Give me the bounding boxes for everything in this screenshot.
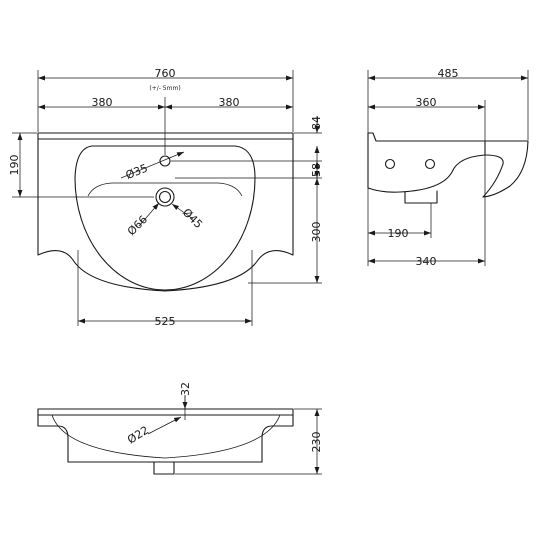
top-view: 760 (+/- 5mm) 380 380 190 84 58 300 525 …: [8, 67, 323, 328]
top-view-shelf: [87, 182, 243, 197]
top-view-rim: [37, 132, 294, 140]
side-view-hole-right: [424, 158, 436, 170]
side-view: 485 360 190 340: [367, 67, 529, 268]
hole-offset-label: 32: [179, 382, 192, 396]
top-view-bowl: [74, 145, 256, 291]
side-view-hole-left: [384, 158, 396, 170]
side-view-outline: [367, 132, 486, 193]
rim-height-label: 84: [310, 116, 323, 130]
front-view-rim: [37, 408, 294, 416]
tap-hole-label: Ø35: [124, 161, 150, 182]
hole-dia-label: Ø22: [125, 424, 151, 447]
overall-width-label: 760: [155, 67, 176, 80]
tap-hole-circle: [159, 155, 171, 167]
front-view-outline: [37, 414, 294, 463]
overall-depth-label: 485: [438, 67, 459, 80]
half-left-label: 380: [92, 96, 113, 109]
waste-outer-ring: [155, 187, 175, 207]
side-view-front-lip: [482, 140, 529, 198]
half-right-label: 380: [219, 96, 240, 109]
top-depth-label: 360: [416, 96, 437, 109]
front-view-bowl-curve: [51, 414, 281, 459]
tap-to-overflow-label: 58: [310, 163, 323, 177]
height-label: 230: [310, 432, 323, 453]
waste-inner-label: Ø45: [180, 206, 205, 231]
front-view-waste: [153, 461, 175, 475]
top-view-outline: [37, 138, 294, 292]
side-view-waste-outlet: [404, 190, 438, 204]
body-depth-label: 340: [416, 255, 437, 268]
waste-offset-label: 190: [388, 227, 409, 240]
bowl-width-label: 525: [155, 315, 176, 328]
bowl-depth-label: 300: [310, 222, 323, 243]
waste-inner-ring: [158, 190, 172, 204]
front-view: 32 Ø22 230: [37, 382, 323, 475]
depth-to-tap-label: 190: [8, 155, 21, 176]
tolerance-label: (+/- 5mm): [149, 85, 180, 92]
waste-outer-label: Ø66: [125, 213, 150, 238]
